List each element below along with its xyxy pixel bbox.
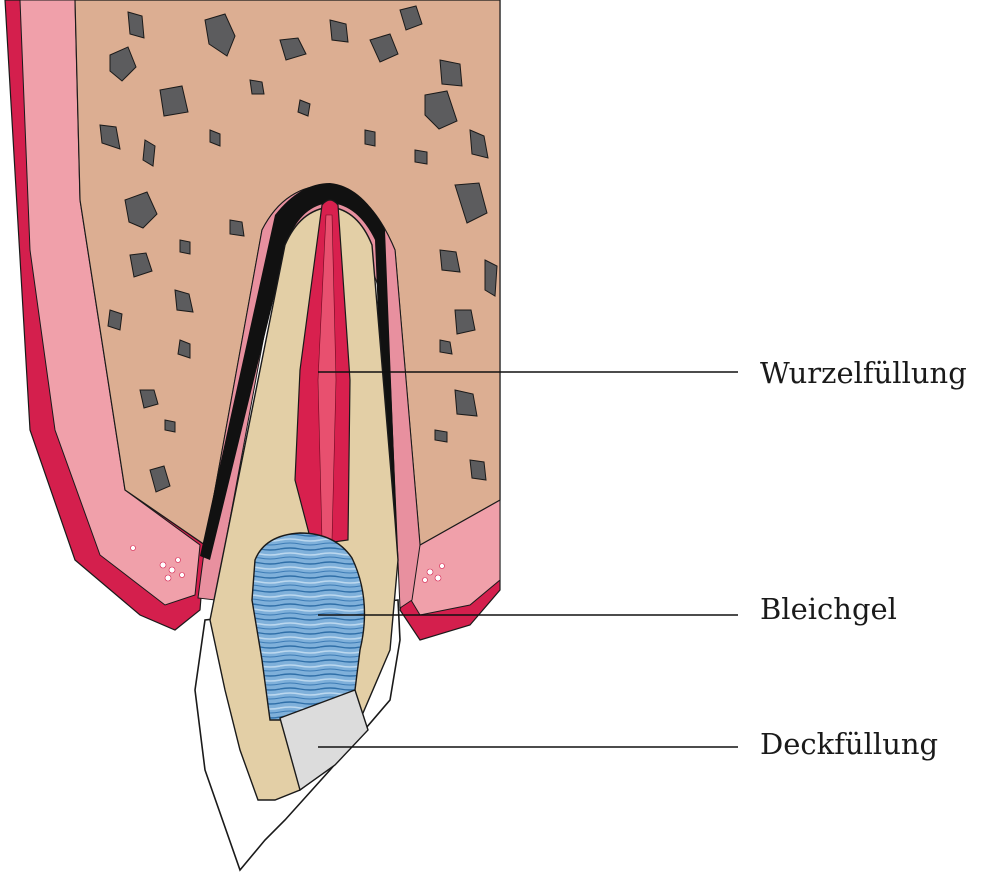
- label-cover-filling: Deckfüllung: [760, 727, 939, 761]
- label-root-filling: Wurzelfüllung: [760, 356, 967, 390]
- ligament-fibers: [130, 545, 445, 583]
- bleaching-gel-fill: [251, 532, 366, 721]
- cementum-line: [200, 183, 398, 565]
- label-bleaching-gel: Bleichgel: [760, 592, 897, 626]
- bone-pores: [99, 5, 498, 493]
